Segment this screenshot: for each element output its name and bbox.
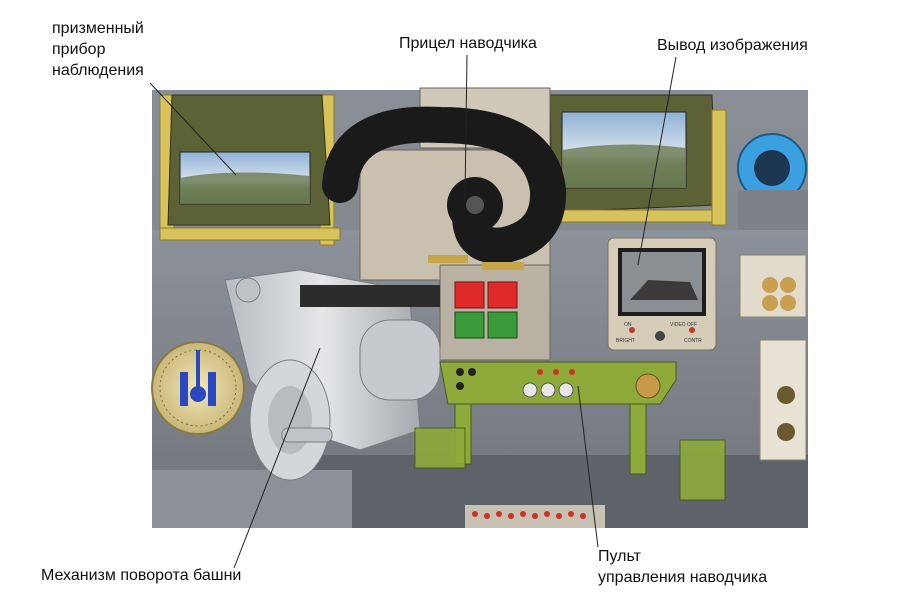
blue-lens-ring-icon (737, 133, 808, 230)
control-panel-label: Пульт управления наводчика (598, 548, 768, 586)
connector-panel (739, 254, 807, 461)
leader-lines (149, 54, 677, 569)
red-indicator-lamp (454, 281, 485, 309)
svg-text:BRIGHT: BRIGHT (616, 338, 635, 344)
gunner-sight-label: Прицел наводчика (399, 35, 537, 52)
svg-text:ON: ON (624, 322, 632, 328)
video-output-label: Вывод изображения (657, 37, 808, 54)
red-indicator-lamp (487, 281, 518, 309)
second-periscope (549, 94, 727, 226)
prism-device-label: призменный прибор наблюдения (52, 20, 144, 79)
svg-text:VIDEO OFF: VIDEO OFF (670, 322, 697, 328)
bottom-lamp-row (465, 505, 605, 528)
traverse-mechanism-label: Механизм поворота башни (41, 567, 242, 584)
prism-observation-device (159, 94, 341, 246)
svg-text:CONTR: CONTR (684, 338, 702, 344)
green-indicator-lamp (454, 311, 485, 339)
video-output-monitor: ON VIDEO OFF BRIGHT CONTR (607, 237, 717, 351)
green-indicator-lamp (487, 311, 518, 339)
gunner-control-panel (414, 361, 726, 501)
gunner-sight (322, 87, 567, 361)
azimuth-dial (151, 341, 245, 435)
